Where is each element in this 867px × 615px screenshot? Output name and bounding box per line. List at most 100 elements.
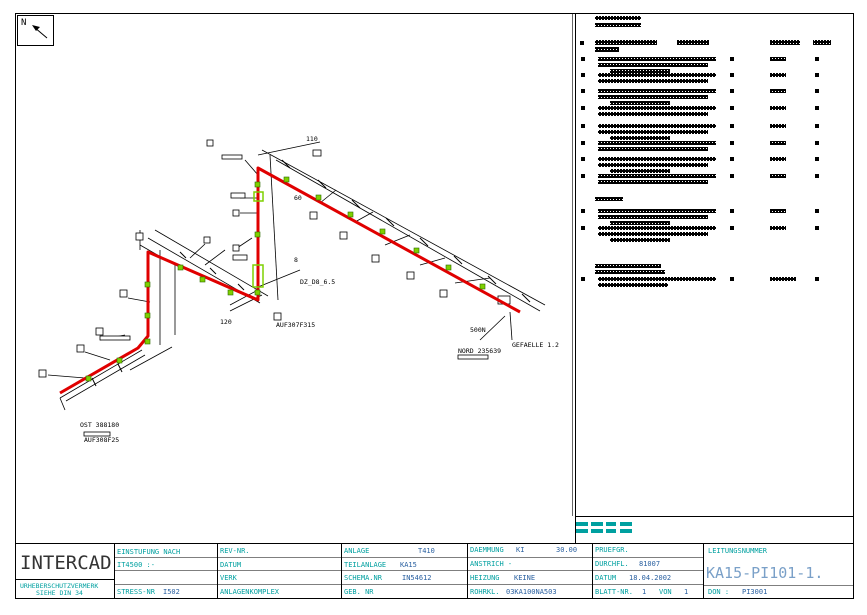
bom-text-placeholder xyxy=(610,101,670,105)
dimension-ticks xyxy=(91,159,531,387)
valve-symbol xyxy=(252,264,264,288)
dimension-lines xyxy=(47,141,546,411)
ost-coordinate: OST 388180 xyxy=(80,421,119,429)
bom-text-placeholder xyxy=(598,209,716,213)
iso-tag-boxes xyxy=(38,139,511,437)
bom-text-placeholder xyxy=(610,136,670,140)
bom-text-placeholder xyxy=(598,57,716,61)
einstufung-label: EINSTUFUNG NACH xyxy=(117,548,180,556)
dim-8: 8 xyxy=(294,256,298,264)
auf-bottom: AUF308F25 xyxy=(84,436,119,444)
bom-text-placeholder xyxy=(595,270,665,274)
bom-position-marker xyxy=(815,277,819,281)
bom-position-marker xyxy=(815,57,819,61)
datum2-value: 18.04.2002 xyxy=(629,574,671,582)
bom-text-placeholder xyxy=(598,180,708,184)
bom-position-marker xyxy=(581,73,585,77)
bom-text-placeholder xyxy=(595,47,619,52)
bom-text-placeholder xyxy=(770,226,786,230)
bom-position-marker xyxy=(581,57,585,61)
bom-text-placeholder xyxy=(598,89,716,93)
bom-position-marker xyxy=(581,174,585,178)
bom-position-marker xyxy=(730,73,734,77)
bom-text-placeholder xyxy=(598,277,716,281)
bom-text-placeholder xyxy=(610,169,670,173)
bom-text-placeholder xyxy=(770,209,786,213)
flange-symbol xyxy=(253,191,264,202)
bom-text-placeholder xyxy=(770,106,786,110)
bom-text-placeholder xyxy=(610,238,670,242)
dim-120: 120 xyxy=(220,318,232,326)
auf-mid: AUF307F315 xyxy=(276,321,315,329)
iso-text-labels: 110 60 8 120 DZ_D8_6.5 OST 388180 AUF308… xyxy=(80,135,559,444)
anlage-value: T410 xyxy=(418,547,435,555)
bom-text-placeholder xyxy=(770,89,786,93)
bom-text-placeholder xyxy=(610,221,670,225)
bom-text-placeholder xyxy=(598,95,708,99)
bom-position-marker xyxy=(730,157,734,161)
bom-position-marker xyxy=(815,209,819,213)
bom-text-placeholder xyxy=(595,23,641,27)
bom-text-placeholder xyxy=(598,232,708,236)
bom-text-placeholder xyxy=(677,40,709,45)
bom-position-marker xyxy=(815,106,819,110)
dim-500: 500N xyxy=(470,326,486,334)
bom-text-placeholder xyxy=(595,197,623,201)
don-label: DON : xyxy=(708,588,729,596)
copyright-line-2: SIEHE DIN 34 xyxy=(36,589,83,597)
von-value: 1 xyxy=(684,588,688,596)
bom-position-marker xyxy=(730,209,734,213)
bom-position-marker xyxy=(815,174,819,178)
bom-text-placeholder xyxy=(595,40,657,45)
bom-text-placeholder xyxy=(595,16,641,20)
stress-value: I502 xyxy=(163,588,180,596)
geb-label: GEB. NR xyxy=(344,588,374,596)
blatt-value: 1 xyxy=(642,588,646,596)
bom-text-placeholder xyxy=(598,157,716,161)
bom-position-marker xyxy=(730,174,734,178)
bom-position-marker xyxy=(580,41,584,45)
nord-coordinate: NORD 235639 xyxy=(458,347,501,355)
bom-text-placeholder xyxy=(598,63,708,67)
don-value: PI3001 xyxy=(742,588,767,596)
bom-text-placeholder xyxy=(598,226,716,230)
bom-text-placeholder xyxy=(770,277,796,281)
rohrklasse-value: 03KA100NA503 xyxy=(506,588,557,596)
bom-position-marker xyxy=(730,141,734,145)
bom-position-marker xyxy=(581,157,585,161)
einstufung-value: IT4500 :- xyxy=(117,561,155,569)
bom-text-placeholder xyxy=(598,112,708,116)
rev-label: REV-NR. xyxy=(220,547,250,555)
anlage-label: ANLAGE xyxy=(344,547,369,555)
datum2-label: DATUM xyxy=(595,574,616,582)
daemmung-value: KI xyxy=(516,546,524,554)
schema-label: SCHEMA.NR xyxy=(344,574,383,582)
drawing-border xyxy=(15,13,854,599)
bom-position-marker xyxy=(730,106,734,110)
bom-text-placeholder xyxy=(598,163,708,167)
datum-label: DATUM xyxy=(220,561,241,569)
bom-text-placeholder xyxy=(598,283,668,287)
bom-text-placeholder xyxy=(770,73,786,77)
durchfluss-value: 81007 xyxy=(639,560,660,568)
bill-of-materials xyxy=(580,16,831,287)
copyright-line-1: URHEBERSCHUTZVERMERK xyxy=(20,582,98,590)
bom-text-placeholder xyxy=(598,174,716,178)
bom-text-placeholder xyxy=(770,40,800,45)
verk-label: VERK xyxy=(220,574,238,582)
bom-position-marker xyxy=(730,57,734,61)
bom-position-marker xyxy=(581,209,585,213)
north-label: N xyxy=(21,18,26,28)
dim-60: 60 xyxy=(294,194,302,202)
bom-position-marker xyxy=(815,226,819,230)
bom-text-placeholder xyxy=(770,157,786,161)
stress-label: STRESS-NR xyxy=(117,588,156,596)
bom-text-placeholder xyxy=(770,124,786,128)
schema-value: IN54612 xyxy=(402,574,432,582)
anstrich-label: ANSTRICH - xyxy=(470,560,512,568)
north-arrow: N xyxy=(17,15,54,46)
von-label: VON xyxy=(659,588,672,596)
anlagenkomplex-label: ANLAGENKOMPLEX xyxy=(220,588,280,596)
bom-text-placeholder xyxy=(598,130,708,134)
